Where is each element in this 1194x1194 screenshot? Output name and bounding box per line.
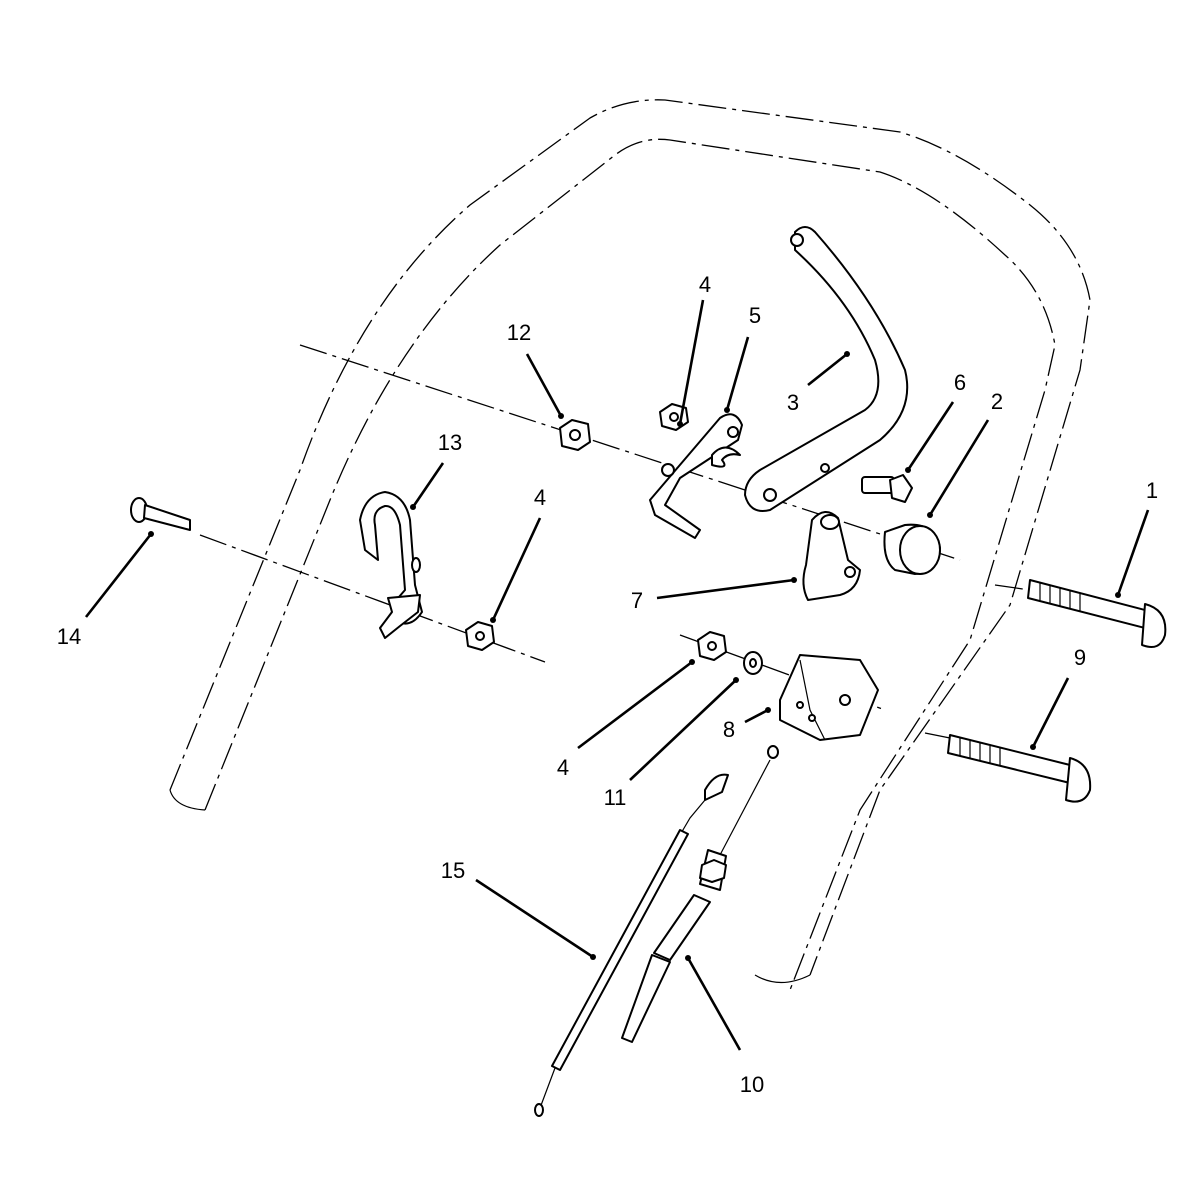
callout-8: 8 [723,717,735,742]
callout-11: 11 [604,785,627,810]
callout-4-lower: 4 [557,755,569,780]
callout-15: 15 [441,858,465,883]
callout-10: 10 [740,1072,764,1097]
small-bolt [861,474,913,503]
lock-nut [559,419,591,451]
bracket [649,413,743,539]
callout-2: 2 [991,389,1003,414]
control-bail [744,226,909,512]
callout-1: 1 [1146,478,1158,503]
callout-9: 9 [1074,645,1086,670]
handle-outline [169,99,1091,991]
callout-7: 7 [631,588,643,613]
callout-12: 12 [507,320,531,345]
threaded-cable [621,745,779,1043]
washer [743,651,763,675]
callout-4-upper: 4 [699,272,711,297]
leader-lines [84,299,1150,1051]
hex-nut-lower-left [465,621,495,651]
callout-3: 3 [787,390,799,415]
callout-6: 6 [954,370,966,395]
callout-labels: 1 2 3 4 4 4 5 6 7 8 9 10 11 12 13 14 15 [57,272,1158,1097]
carriage-bolt-upper [1027,579,1167,648]
callout-5: 5 [749,303,761,328]
callout-13: 13 [438,430,462,455]
cable-clamp [779,654,879,741]
control-cable [534,773,729,1117]
carriage-bolt-lower [947,734,1092,803]
shoulder-bolt [130,497,191,531]
hex-nut-lower-right [697,631,727,661]
cam-lever [802,511,861,601]
knob [883,523,941,575]
cable-guide [359,491,423,639]
callout-14: 14 [57,624,81,649]
callout-4-left: 4 [534,485,546,510]
